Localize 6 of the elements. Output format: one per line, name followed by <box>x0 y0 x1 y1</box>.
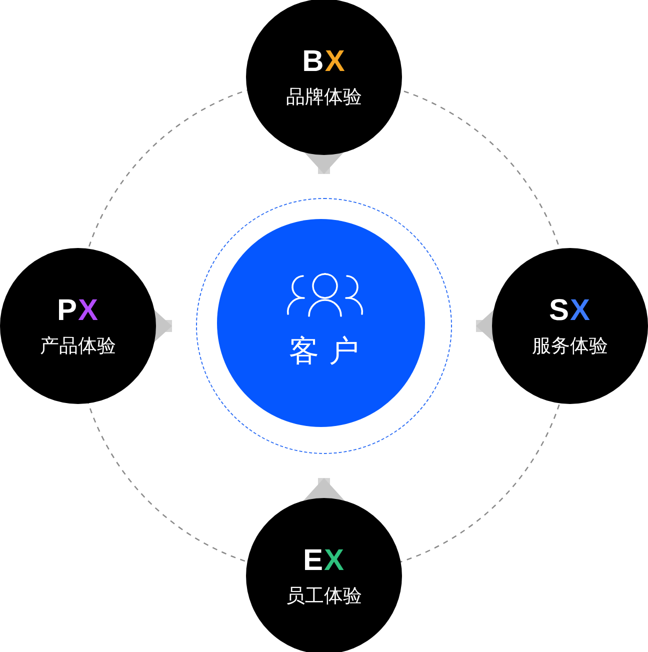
node-label: 品牌体验 <box>286 85 362 110</box>
customer-ring <box>196 198 452 454</box>
node-label: 客户 <box>288 333 370 371</box>
node-label: 员工体验 <box>286 584 362 609</box>
node-label: 服务体验 <box>532 334 608 359</box>
node-label: 产品体验 <box>40 334 116 359</box>
